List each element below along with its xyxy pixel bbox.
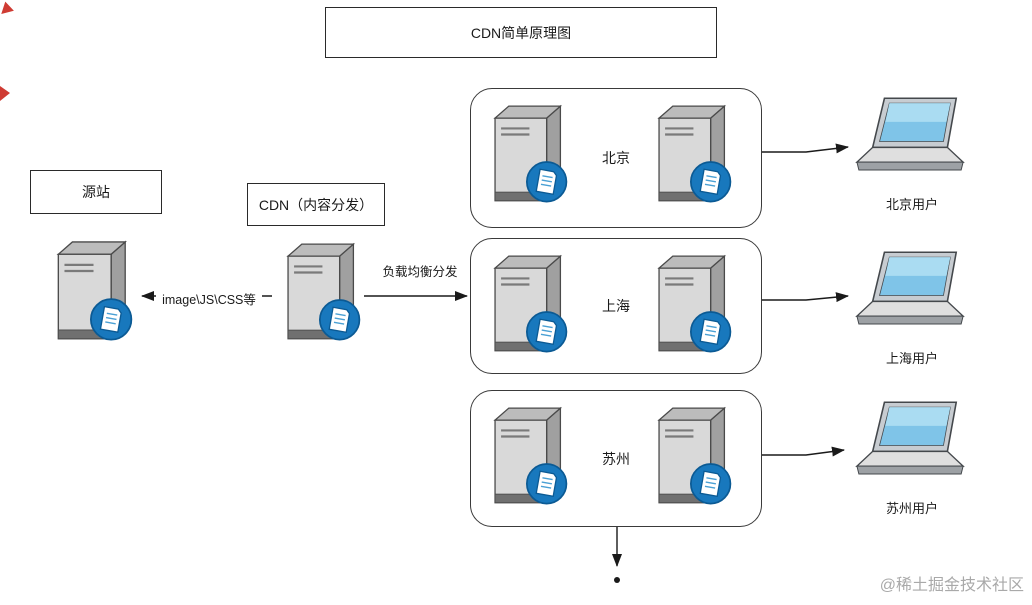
server-icon bbox=[483, 254, 569, 358]
origin-site-label-box: 源站 bbox=[30, 170, 162, 214]
diagram-title: CDN简单原理图 bbox=[325, 7, 717, 58]
region-label-beijing: 北京 bbox=[602, 150, 630, 166]
red-annotation-mark bbox=[0, 86, 10, 101]
server-icon bbox=[647, 406, 733, 510]
region-group-shanghai: 上海 bbox=[470, 238, 762, 374]
laptop-icon bbox=[852, 250, 970, 344]
user-label-suzhou: 苏州用户 bbox=[885, 501, 938, 516]
cdn-label-box: CDN（内容分发） bbox=[247, 183, 385, 226]
server-icon bbox=[647, 254, 733, 358]
user-beijing: 北京用户 bbox=[852, 96, 972, 213]
server-icon bbox=[483, 104, 569, 208]
edge-label-load-balancing: 负载均衡分发 bbox=[382, 265, 458, 279]
origin-server-icon bbox=[46, 240, 134, 346]
user-label-beijing: 北京用户 bbox=[885, 197, 938, 212]
user-shanghai: 上海用户 bbox=[852, 250, 972, 367]
edge-suzhou-to-user bbox=[762, 446, 845, 457]
edge-shanghai-to-user bbox=[762, 292, 849, 303]
region-group-beijing: 北京 bbox=[470, 88, 762, 228]
region-label-shanghai: 上海 bbox=[602, 298, 630, 314]
cdn-server-icon bbox=[276, 242, 362, 346]
server-icon bbox=[647, 104, 733, 208]
region-group-suzhou: 苏州 bbox=[470, 390, 762, 527]
laptop-icon bbox=[852, 400, 970, 494]
region-label-suzhou: 苏州 bbox=[602, 450, 630, 467]
edge-beijing-to-user bbox=[762, 143, 849, 154]
watermark: @稀土掘金技术社区 bbox=[879, 577, 1024, 594]
user-label-shanghai: 上海用户 bbox=[885, 351, 938, 366]
laptop-icon bbox=[852, 96, 970, 190]
edge-label-back-to-origin: image\JS\CSS等 bbox=[156, 288, 262, 309]
ellipsis-dot bbox=[614, 577, 620, 583]
server-icon bbox=[483, 406, 569, 510]
red-annotation-mark bbox=[1, 1, 16, 18]
user-suzhou: 苏州用户 bbox=[852, 400, 972, 517]
